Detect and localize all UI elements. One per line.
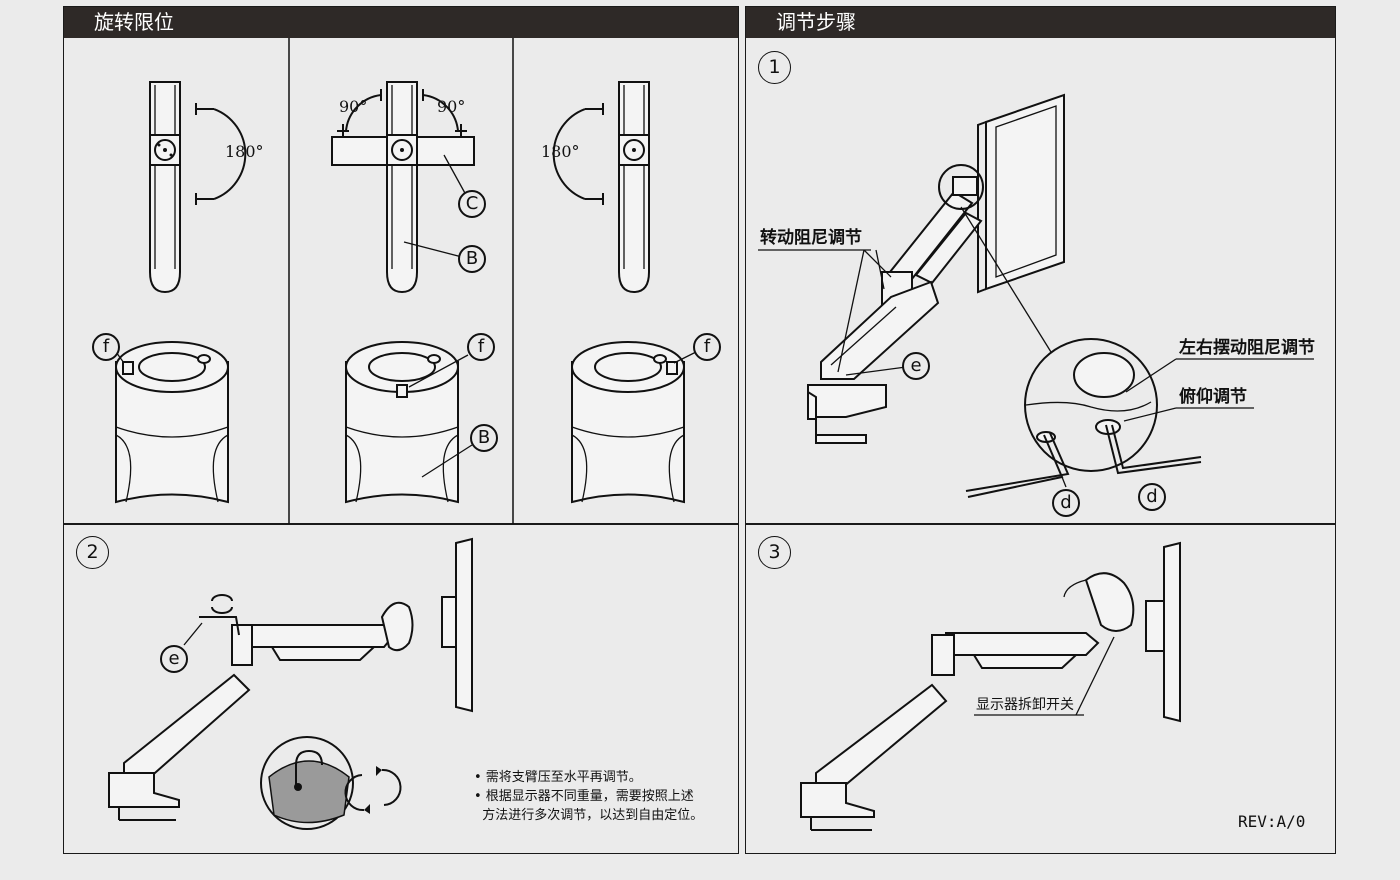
rotation-arc-180-left [552, 103, 604, 205]
label-swing-resistance: 左右摆动阻尼调节 [1179, 338, 1315, 358]
part-label-f-2: f [467, 333, 495, 361]
part-label-b-arm: B [458, 245, 486, 273]
base-drawing-3 [571, 341, 685, 504]
angle-label-90-left: 90° [339, 97, 368, 116]
part-label-d-right: d [1138, 483, 1166, 511]
rotation-arc-90-left [337, 89, 382, 137]
arm-drawing-1 [149, 81, 181, 294]
step2-drawing [108, 537, 473, 830]
part-label-b-base: B [470, 424, 498, 452]
adjustment-steps-panel: 调节步骤 1 [745, 6, 1336, 524]
note-line-2: • 根据显示器不同重量，需要按照上述 [474, 789, 694, 804]
part-label-e-step1: e [902, 352, 930, 380]
arm-drawing-3 [618, 81, 650, 294]
step2-panel: 2 e • 需将支臂压至水平再调节。 [63, 524, 739, 854]
part-label-d-left: d [1052, 489, 1080, 517]
step1-drawing [758, 93, 1314, 498]
rotation-arc-90-right [422, 89, 467, 137]
adjustment-notes: • 需将支臂压至水平再调节。 • 根据显示器不同重量，需要按照上述 方法进行多次… [474, 768, 703, 825]
part-label-f-1: f [92, 333, 120, 361]
note-line-1: • 需将支臂压至水平再调节。 [474, 770, 642, 785]
step-number-1: 1 [758, 51, 791, 84]
angle-label-90-right: 90° [437, 97, 466, 116]
arm-drawing-2 [331, 81, 475, 294]
rotation-arc-180-right [195, 103, 247, 205]
rotation-limit-panel: 旋转限位 [63, 6, 739, 525]
part-label-e-step2: e [160, 645, 188, 673]
angle-label-180-left: 180° [541, 142, 580, 161]
base-drawing-1 [115, 341, 229, 504]
base-drawing-2 [345, 341, 459, 504]
label-tilt: 俯仰调节 [1179, 387, 1247, 407]
angle-label-180-right: 180° [225, 142, 264, 161]
adjustment-steps-title: 调节步骤 [746, 7, 1335, 38]
step-number-2: 2 [76, 536, 109, 569]
rotation-limit-title: 旋转限位 [64, 7, 738, 38]
step3-drawing [800, 541, 1181, 831]
note-line-3: 方法进行多次调节，以达到自由定位。 [474, 808, 704, 823]
part-label-c: C [458, 190, 486, 218]
step-number-3: 3 [758, 536, 791, 569]
part-label-f-3: f [693, 333, 721, 361]
step3-panel: 3 显示器拆卸开关 REV:A/0 [745, 524, 1336, 854]
rotation-limit-drawings [115, 38, 697, 525]
label-rotation-resistance: 转动阻尼调节 [760, 228, 862, 248]
revision-label: REV:A/0 [1238, 812, 1306, 831]
label-monitor-release: 显示器拆卸开关 [976, 697, 1074, 713]
